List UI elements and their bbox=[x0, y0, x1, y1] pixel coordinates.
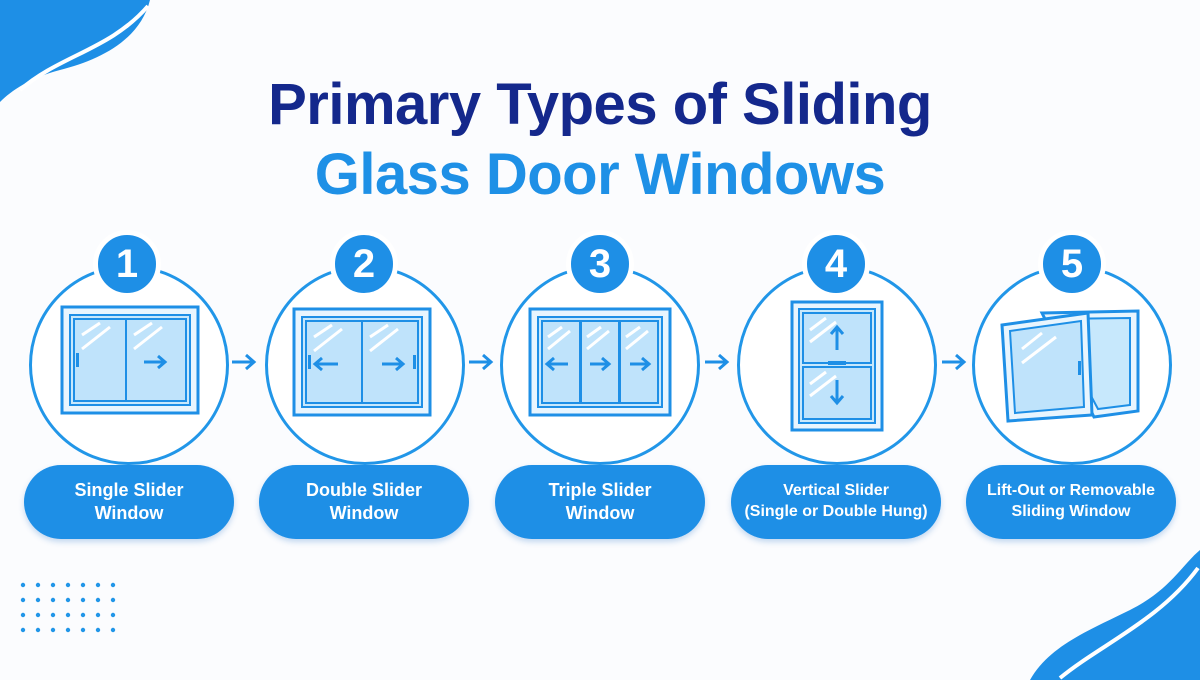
item-2-number-badge: 2 bbox=[330, 230, 398, 298]
item-2-label: Double Slider Window bbox=[259, 465, 469, 539]
item-3-label: Triple Slider Window bbox=[495, 465, 705, 539]
arrow-right-icon bbox=[705, 353, 730, 371]
item-4-label-line-2: (Single or Double Hung) bbox=[744, 503, 928, 520]
item-1-number-badge: 1 bbox=[93, 230, 161, 298]
item-2-label-line-2: Window bbox=[329, 503, 399, 523]
page-title: Primary Types of Sliding Glass Door Wind… bbox=[0, 76, 1200, 204]
item-5-label-line-1: Lift-Out or Removable bbox=[986, 482, 1155, 500]
item-3-label-line-1: Triple Slider bbox=[548, 479, 652, 500]
arrow-right-icon bbox=[469, 353, 494, 371]
triple-slider-window-icon bbox=[528, 307, 672, 417]
single-slider-window-icon bbox=[60, 305, 200, 415]
arrow-right-icon bbox=[942, 353, 967, 371]
lift-out-window-icon bbox=[1000, 309, 1140, 423]
item-1-label-line-1: Single Slider bbox=[74, 479, 184, 500]
item-1-label: Single Slider Window bbox=[24, 465, 234, 539]
title-line-2: Glass Door Windows bbox=[314, 142, 886, 207]
decorative-dot-grid bbox=[20, 582, 116, 633]
double-slider-window-icon bbox=[292, 307, 432, 417]
item-1-label-line-2: Window bbox=[94, 503, 164, 523]
item-5-label-line-2: Sliding Window bbox=[1011, 503, 1131, 520]
item-3-number-badge: 3 bbox=[566, 230, 634, 298]
item-2-label-line-1: Double Slider bbox=[305, 479, 422, 500]
title-line-1: Primary Types of Sliding bbox=[268, 72, 932, 137]
arrow-right-icon bbox=[232, 353, 257, 371]
item-5-number-badge: 5 bbox=[1038, 230, 1106, 298]
vertical-slider-window-icon bbox=[790, 300, 884, 432]
item-5-label: Lift-Out or Removable Sliding Window bbox=[966, 465, 1176, 539]
item-3-label-line-2: Window bbox=[565, 503, 635, 523]
item-4-label: Vertical Slider (Single or Double Hung) bbox=[731, 465, 941, 539]
corner-blob-bottom-right bbox=[1030, 550, 1200, 680]
corner-blob-top-left bbox=[0, 0, 150, 102]
item-4-number-badge: 4 bbox=[802, 230, 870, 298]
item-4-label-line-1: Vertical Slider bbox=[783, 482, 889, 500]
